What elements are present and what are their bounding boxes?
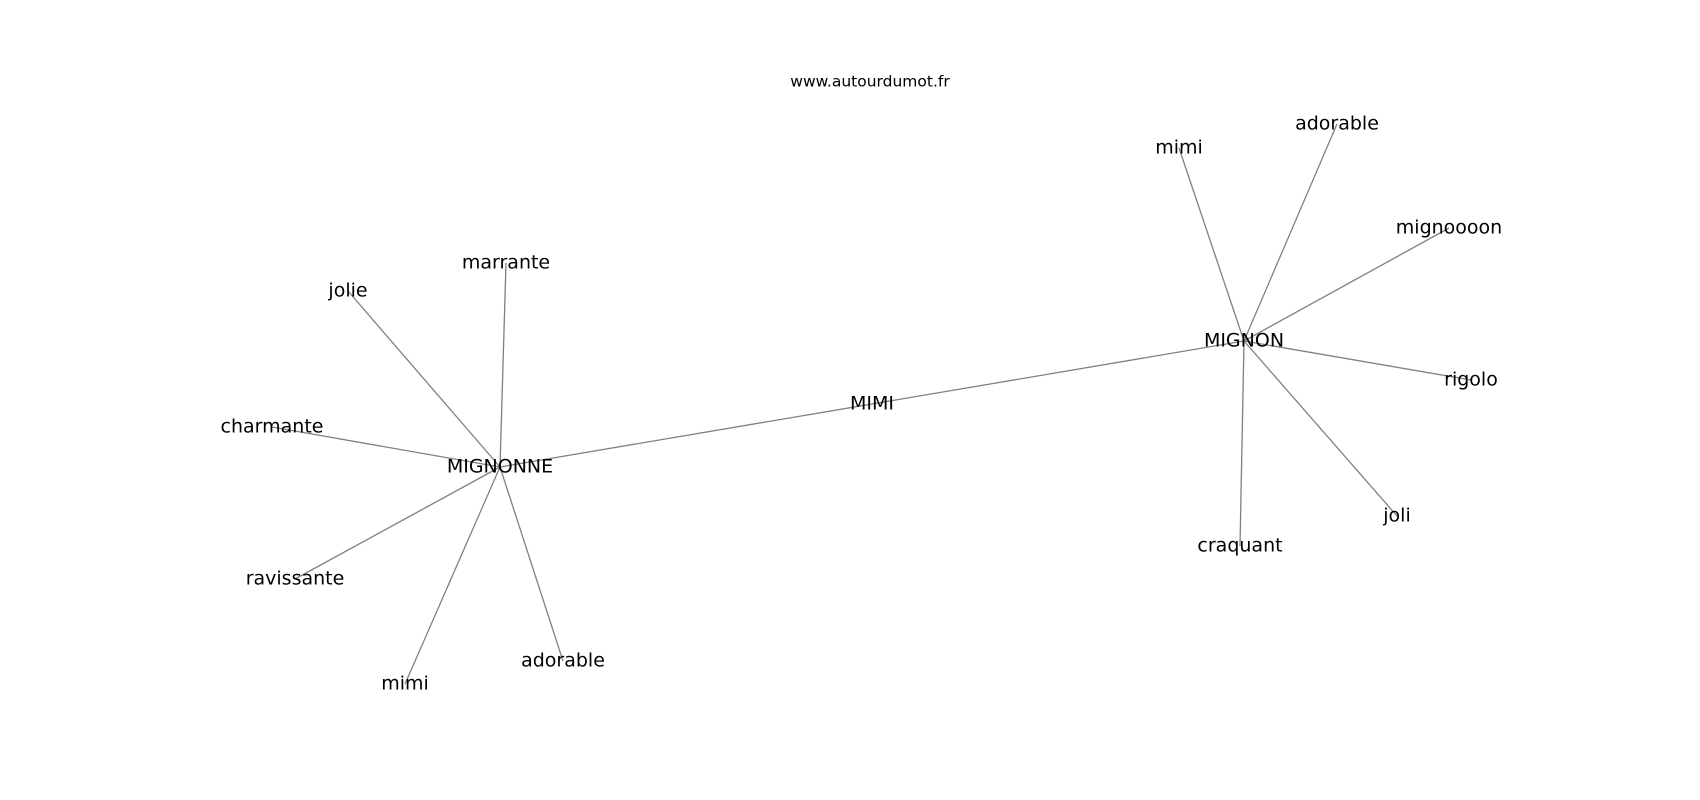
node-r-rigolo: rigolo	[1444, 369, 1498, 391]
node-r-adorable: adorable	[1295, 113, 1379, 135]
node-r-craquant: craquant	[1197, 535, 1282, 557]
node-r-joli: joli	[1382, 505, 1410, 527]
edge-mignonne-l-charmante	[271, 426, 501, 468]
graph-edges	[271, 123, 1472, 685]
node-l-adorable: adorable	[521, 650, 605, 672]
edge-mignon-r-craquant	[1239, 340, 1245, 547]
edge-mignon-r-adorable	[1243, 123, 1338, 342]
edge-mignon-r-rigolo	[1243, 340, 1472, 381]
edge-mignon-r-mimi	[1178, 147, 1245, 342]
edge-mignonne-l-mimi	[404, 466, 501, 685]
node-r-mimi: mimi	[1155, 137, 1203, 159]
edge-mignonne-l-adorable	[499, 466, 564, 662]
node-center: MIMI	[850, 393, 894, 415]
edge-mignonne-l-marrante	[499, 262, 507, 468]
node-l-jolie: jolie	[327, 280, 367, 302]
edge-mignon-r-mignoooon	[1243, 227, 1450, 342]
edge-mignonne-l-ravissante	[294, 466, 501, 580]
source-watermark: www.autourdumot.fr	[790, 73, 950, 91]
node-mignon: MIGNON	[1204, 330, 1284, 352]
node-l-mimi: mimi	[381, 673, 429, 695]
node-l-ravissante: ravissante	[246, 568, 345, 590]
edge-mignon-r-joli	[1243, 340, 1398, 517]
edge-mignonne-l-jolie	[347, 290, 501, 468]
node-r-mignoooon: mignoooon	[1396, 217, 1502, 239]
graph-labels: MIMI MIGNONNE MIGNON jolie marrante charmante…	[221, 113, 1503, 695]
node-mignonne: MIGNONNE	[447, 456, 553, 478]
node-l-charmante: charmante	[221, 416, 324, 438]
edge-mignonne-mignon	[499, 340, 1245, 468]
node-l-marrante: marrante	[462, 252, 550, 274]
